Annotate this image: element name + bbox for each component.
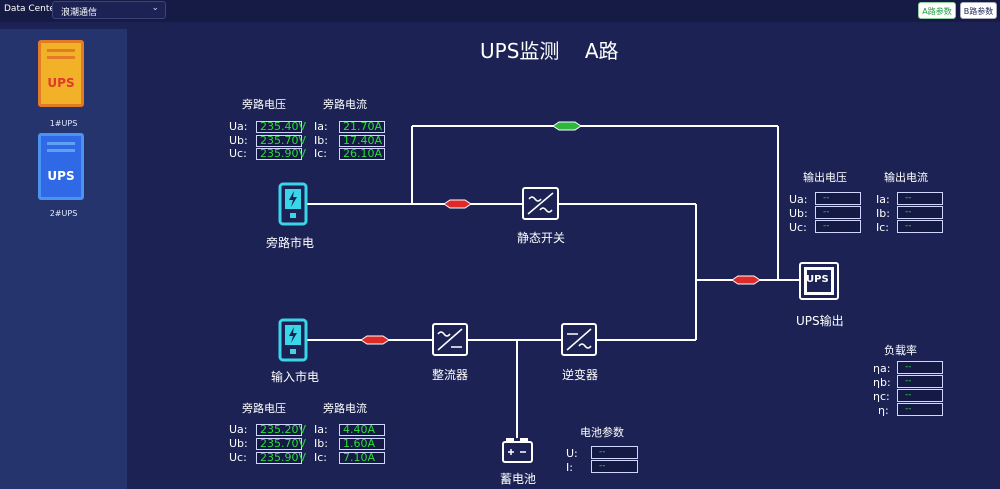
output-current-header: 输出电流 (884, 171, 928, 184)
b-path-params-button[interactable]: B路参数 (960, 2, 997, 19)
sidebar-ups-1-caption[interactable]: 1#UPS (49, 119, 78, 128)
inverter-icon (561, 323, 597, 356)
output-ic-label: Ic: (876, 221, 889, 234)
load-a-label: ηa: (873, 362, 891, 375)
output-ib-label: Ib: (876, 207, 890, 220)
output-ib-value: -- (897, 206, 943, 219)
input-mains-flow-indicator (360, 335, 390, 345)
output-flow-indicator (731, 275, 761, 285)
load-total-value: -- (897, 403, 943, 416)
sidebar-ups-2-caption[interactable]: 2#UPS (49, 209, 78, 218)
output-ub-label: Ub: (789, 207, 808, 220)
bypass-top-ic-value: 26.10A (339, 148, 385, 160)
bypass-top-ib-value: 17.40A (339, 135, 385, 147)
battery-i-label: I: (566, 461, 573, 474)
bypass-bottom-ia-label: Ia: (314, 423, 328, 436)
battery-u-value: -- (591, 446, 638, 459)
load-c-label: ηc: (873, 390, 890, 403)
battery-icon (502, 438, 533, 463)
bypass-top-uc-value: 235.90V (256, 148, 306, 160)
ups-output-icon (799, 262, 839, 300)
bypass-bottom-voltage-header: 旁路电压 (242, 402, 286, 415)
bypass-bottom-ub-label: Ub: (229, 437, 248, 450)
bypass-bottom-uc-value: 235.90V (256, 452, 306, 464)
battery-params-header: 电池参数 (580, 426, 624, 439)
load-b-label: ηb: (873, 376, 891, 389)
input-mains-icon (278, 318, 308, 362)
bypass-top-ic-label: Ic: (314, 147, 327, 160)
rectifier-icon (432, 323, 468, 356)
bypass-top-ua-label: Ua: (229, 120, 248, 133)
bypass-bottom-ib-label: Ib: (314, 437, 328, 450)
battery-label: 蓄电池 (500, 472, 537, 486)
rectifier-label: 整流器 (432, 368, 469, 382)
sidebar-ups-2-icon[interactable]: UPS (38, 133, 84, 200)
output-ic-value: -- (897, 220, 943, 233)
site-select[interactable]: 浪潮通信 ⌄ (52, 1, 166, 19)
bypass-mains-label: 旁路市电 (266, 236, 315, 250)
bypass-top-ua-value: 235.40V (256, 121, 306, 133)
bypass-bottom-ic-value: 7.10A (339, 452, 385, 464)
bypass-top-ub-value: 235.70V (256, 135, 306, 147)
ups-output-icon-text: UPS (806, 274, 829, 285)
top-bar: Data Center 浪潮通信 ⌄ A路参数 B路参数 (0, 0, 1000, 22)
a-path-params-button[interactable]: A路参数 (918, 2, 956, 19)
bypass-top-ib-label: Ib: (314, 134, 328, 147)
load-total-label: η: (878, 404, 889, 417)
bypass-bottom-current-header: 旁路电流 (323, 402, 367, 415)
static-switch-label: 静态开关 (517, 231, 566, 245)
load-a-value: -- (897, 361, 943, 374)
ups-output-label: UPS输出 (796, 314, 844, 328)
bypass-top-current-header: 旁路电流 (323, 98, 367, 111)
static-switch-icon (522, 187, 559, 220)
bypass-bottom-ub-value: 235.70V (256, 438, 306, 450)
sidebar-ups-1-icon[interactable]: UPS (38, 40, 84, 107)
bypass-bottom-ua-label: Ua: (229, 423, 248, 436)
bypass-top-voltage-header: 旁路电压 (242, 98, 286, 111)
site-select-value: 浪潮通信 (61, 8, 98, 18)
load-rate-header: 负载率 (884, 344, 917, 357)
output-ia-value: -- (897, 192, 943, 205)
output-ia-label: Ia: (876, 193, 890, 206)
battery-u-label: U: (566, 447, 578, 460)
bypass-mains-icon (278, 182, 308, 226)
bypass-top-ub-label: Ub: (229, 134, 248, 147)
bypass-top-ia-value: 21.70A (339, 121, 385, 133)
battery-i-value: -- (591, 460, 638, 473)
bypass-mains-flow-indicator (443, 199, 472, 209)
output-ub-value: -- (815, 206, 861, 219)
load-c-value: -- (897, 389, 943, 402)
bypass-bottom-ua-value: 235.20V (256, 424, 306, 436)
inverter-label: 逆变器 (562, 368, 599, 382)
page-title: UPS监测 A路 (480, 39, 619, 63)
chevron-down-icon: ⌄ (151, 3, 159, 13)
bypass-top-flow-indicator (552, 121, 582, 131)
output-voltage-header: 输出电压 (803, 171, 847, 184)
ups-2-icon-text: UPS (47, 169, 75, 183)
input-mains-label: 输入市电 (271, 370, 320, 384)
output-ua-label: Ua: (789, 193, 808, 206)
load-b-value: -- (897, 375, 943, 388)
bypass-bottom-ia-value: 4.40A (339, 424, 385, 436)
bypass-bottom-ic-label: Ic: (314, 451, 327, 464)
data-center-label: Data Center (4, 4, 59, 14)
bypass-top-uc-label: Uc: (229, 147, 247, 160)
output-uc-value: -- (815, 220, 861, 233)
bypass-top-ia-label: Ia: (314, 120, 328, 133)
bypass-bottom-uc-label: Uc: (229, 451, 247, 464)
output-uc-label: Uc: (789, 221, 807, 234)
ups-1-icon-text: UPS (47, 76, 75, 90)
bypass-bottom-ib-value: 1.60A (339, 438, 385, 450)
output-ua-value: -- (815, 192, 861, 205)
